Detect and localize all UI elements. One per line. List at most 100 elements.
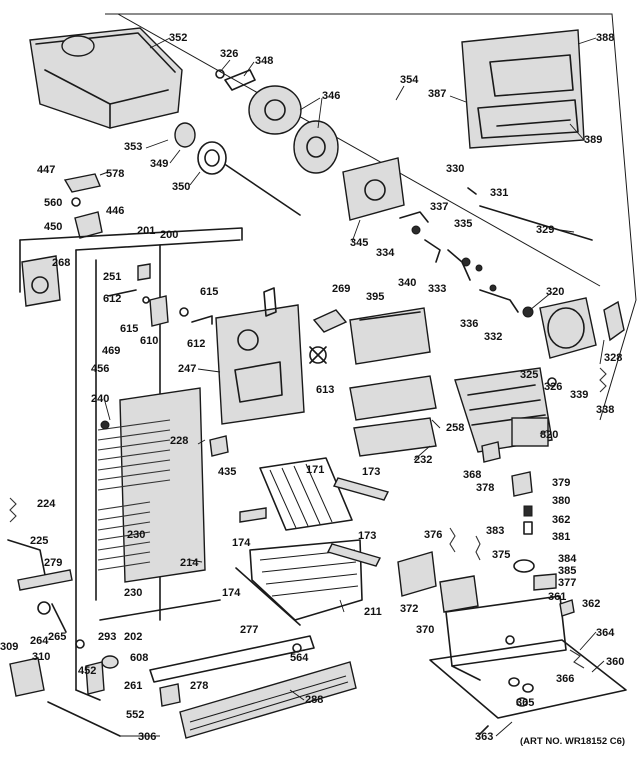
side-bracket [21, 255, 61, 307]
callout-label: 820 [540, 429, 558, 441]
drain-parts [7, 497, 73, 591]
callout-label: 387 [428, 88, 446, 100]
callout-label: 173 [358, 530, 376, 542]
callout-label: 225 [30, 535, 48, 547]
cabinet-liner [19, 227, 243, 701]
callout-label: 353 [124, 141, 142, 153]
callout-label: 362 [552, 514, 570, 526]
callout-label: 338 [596, 404, 614, 416]
callout-label: 211 [364, 606, 382, 618]
callout-label: 383 [486, 525, 504, 537]
callout-label: 200 [160, 229, 178, 241]
callout-label: 268 [52, 257, 70, 269]
callout-label: 372 [400, 603, 418, 615]
callout-label: 348 [255, 55, 273, 67]
base-panel [429, 639, 627, 737]
callout-label: 447 [37, 164, 55, 176]
callout-label: 360 [606, 656, 624, 668]
callout-label: 578 [106, 168, 124, 180]
ice-bucket [29, 27, 183, 129]
callout-label: 340 [398, 277, 416, 289]
auger-parts [174, 122, 301, 216]
callout-label: 333 [428, 283, 446, 295]
callout-label: 388 [596, 32, 614, 44]
callout-labels: 352 326 348 346 354 388 387 389 353 349 … [0, 32, 624, 743]
callout-label: 339 [570, 389, 588, 401]
callout-label: 381 [552, 531, 570, 543]
callout-label: 332 [484, 331, 502, 343]
callout-label: 277 [240, 624, 258, 636]
callout-label: 202 [124, 631, 142, 643]
callout-label: 564 [290, 652, 309, 664]
callout-label: 326 [544, 381, 562, 393]
callout-label: 612 [103, 293, 121, 305]
callout-label: 326 [220, 48, 238, 60]
callout-label: 552 [126, 709, 144, 721]
icemaker-unit [454, 367, 553, 453]
callout-label: 610 [140, 335, 158, 347]
machine-compartment [445, 595, 575, 681]
wire-shelf-upper [239, 457, 353, 531]
callout-label: 325 [520, 369, 538, 381]
callout-label: 456 [91, 363, 109, 375]
hinge-parts [107, 263, 213, 327]
callout-label: 173 [362, 466, 380, 478]
callout-label: 379 [552, 477, 570, 489]
callout-label: 345 [350, 237, 368, 249]
callout-label: 370 [416, 624, 434, 636]
callout-label: 469 [102, 345, 120, 357]
callout-label: 385 [558, 565, 576, 577]
callout-label: 560 [44, 197, 62, 209]
callout-label: 334 [376, 247, 395, 259]
callout-label: 224 [37, 498, 56, 510]
callout-label: 174 [232, 537, 251, 549]
leveling-parts [9, 601, 121, 737]
auger-motor-bracket [342, 157, 405, 221]
callout-label: 376 [424, 529, 442, 541]
linkage-parts [399, 187, 593, 313]
small-grommets [513, 559, 557, 591]
fittings [481, 441, 533, 535]
callout-label: 228 [170, 435, 188, 447]
callout-label: 378 [476, 482, 494, 494]
callout-label: 309 [0, 641, 18, 653]
callout-label: 613 [316, 384, 334, 396]
shelf-rail-lower [326, 543, 382, 567]
toe-grille-assembly [101, 635, 357, 739]
callout-label: 293 [98, 631, 116, 643]
callout-label: 258 [446, 422, 464, 434]
callout-label: 612 [187, 338, 205, 350]
fan-assembly [215, 69, 339, 174]
outline-diagonal [117, 13, 601, 287]
callout-label: 377 [558, 577, 576, 589]
callout-label: 446 [106, 205, 124, 217]
callout-label: 615 [120, 323, 138, 335]
valve-and-cover [397, 527, 481, 613]
callout-label: 435 [218, 466, 236, 478]
callout-label: 380 [552, 495, 570, 507]
leader-lines [103, 37, 605, 737]
callout-label: 368 [463, 469, 481, 481]
callout-label: 337 [430, 201, 448, 213]
callout-label: 310 [32, 651, 50, 663]
callout-label: 171 [306, 464, 324, 476]
art-number: (ART NO. WR18152 C6) [520, 736, 625, 747]
callout-label: 329 [536, 224, 554, 236]
callout-label: 452 [78, 665, 96, 677]
callout-label: 363 [475, 731, 493, 743]
callout-label: 336 [460, 318, 478, 330]
callout-label: 362 [582, 598, 600, 610]
dispenser-door [461, 29, 585, 149]
callout-label: 247 [178, 363, 196, 375]
callout-label: 174 [222, 587, 241, 599]
callout-label: 615 [200, 286, 218, 298]
callout-label: 328 [604, 352, 622, 364]
wire-basket [235, 539, 363, 626]
callout-label: 240 [91, 393, 109, 405]
callout-label: 450 [44, 221, 62, 233]
callout-label: 265 [48, 631, 66, 643]
evaporator-cover [215, 287, 305, 425]
callout-label: 608 [130, 652, 148, 664]
callout-label: 389 [584, 134, 602, 146]
